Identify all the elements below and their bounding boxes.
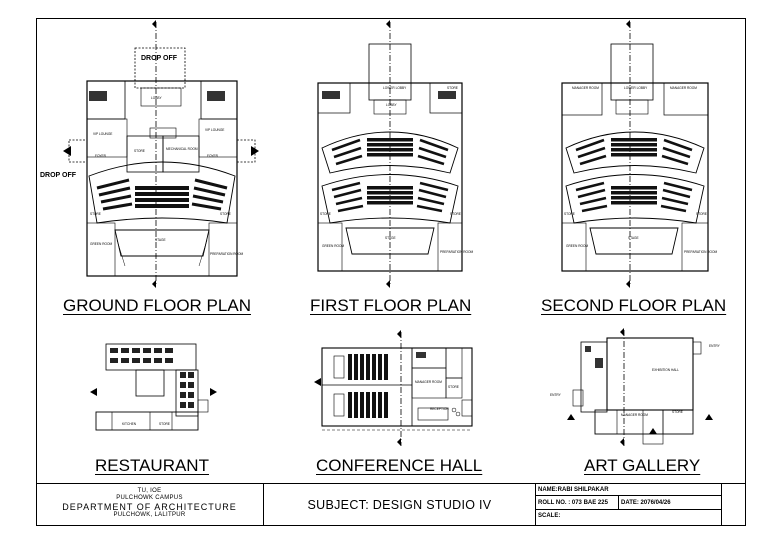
second-store-left: STORE (564, 212, 575, 216)
second-preparation-label: PREPARATION ROOM (684, 250, 718, 254)
restaurant-store-label: STORE (159, 422, 170, 426)
art-gallery-caption: ART GALLERY (584, 456, 701, 475)
ground-floor-caption: GROUND FLOOR PLAN (63, 296, 251, 315)
second-stage-label: STAGE (628, 236, 639, 240)
art-gallery-plan (567, 328, 713, 446)
institution-cell: TU, IOE PULCHOWK CAMPUS DEPARTMENT OF AR… (36, 484, 264, 525)
drawing-sheet (36, 18, 746, 526)
first-lobby-label: LOBBY (386, 103, 397, 107)
first-store-left: STORE (320, 212, 331, 216)
second-manager-left: MANAGER ROOM (572, 86, 599, 90)
drop-off-top-label: DROP OFF (141, 55, 178, 62)
second-manager-right: MANAGER ROOM (670, 86, 697, 90)
first-floor-caption: FIRST FLOOR PLAN (310, 296, 472, 315)
first-green-room-label: GREEN ROOM (322, 244, 345, 248)
student-info-cell: NAME:RABI SHILPAKAR ROLL NO. : 073 BAE 2… (536, 484, 722, 525)
second-lower-lobby-label: LOWER LOBBY (624, 86, 648, 90)
ground-green-room-label: GREEN ROOM (90, 242, 113, 246)
first-lower-lobby-label: LOWER LOBBY (383, 86, 407, 90)
restaurant-plan (90, 343, 217, 431)
ground-foyer-right: FOYER (207, 154, 218, 158)
conference-hall-caption: CONFERENCE HALL (316, 456, 483, 475)
gallery-exhibition-label: EXHIBITION HALL (652, 368, 679, 372)
institution-line2: PULCHOWK CAMPUS (116, 495, 183, 501)
ground-floor-plan (63, 20, 259, 288)
conference-hall-plan (314, 330, 473, 446)
ground-store-left: STORE (90, 212, 101, 216)
conference-store-label: STORE (448, 385, 459, 389)
title-block: TU, IOE PULCHOWK CAMPUS DEPARTMENT OF AR… (36, 483, 746, 526)
ground-store-right: STORE (220, 212, 231, 216)
ground-foyer-left: FOYER (95, 154, 106, 158)
restaurant-kitchen-label: KITCHEN (122, 422, 136, 426)
drop-off-left-label: DROP OFF (40, 172, 77, 179)
institution-line1: TU, IOE (137, 488, 162, 494)
drawing-date: DATE: 2076/04/26 (621, 500, 671, 506)
conference-manager-label: MANAGER ROOM (415, 380, 442, 384)
ground-vip-lounge-right: VIP LOUNGE (205, 128, 225, 132)
gallery-entry-label: ENTRY (709, 344, 720, 348)
conference-reception-label: RECEPTION (430, 407, 449, 411)
gallery-manager-label: MANAGER ROOM (621, 413, 648, 417)
first-floor-plan (317, 20, 463, 288)
ground-mechanical-label: MECHANICAL ROOM (166, 147, 198, 151)
scale-field: SCALE: (538, 513, 561, 519)
ground-store-label: STORE (134, 149, 145, 153)
subject-cell: SUBJECT: DESIGN STUDIO IV (264, 484, 536, 525)
first-preparation-label: PREPARATION ROOM (440, 250, 474, 254)
roll-number: ROLL NO. : 073 BAE 225 (536, 496, 619, 509)
student-name: NAME:RABI SHILPAKAR (536, 484, 721, 496)
second-green-room-label: GREEN ROOM (566, 244, 589, 248)
first-store-top: STORE (447, 86, 458, 90)
ground-vip-lounge-left: VIP LOUNGE (93, 132, 113, 136)
restaurant-caption: RESTAURANT (95, 456, 209, 475)
second-store-right: STORE (696, 212, 707, 216)
gallery-entry2-label: ENTRY (550, 393, 561, 397)
second-floor-plan (561, 20, 709, 288)
roll-date-row: ROLL NO. : 073 BAE 225 DATE: 2076/04/26 (536, 496, 721, 510)
department-name: DEPARTMENT OF ARCHITECTURE (62, 502, 237, 512)
gallery-store-label: STORE (672, 410, 683, 414)
ground-preparation-label: PREPARATION ROOM (210, 252, 244, 256)
second-floor-caption: SECOND FLOOR PLAN (541, 296, 727, 315)
subject-text: SUBJECT: DESIGN STUDIO IV (307, 497, 492, 512)
ground-lobby-label: LOBBY (151, 96, 162, 100)
institution-address: PULCHOWK, LALITPUR (113, 512, 186, 518)
first-store-right: STORE (450, 212, 461, 216)
first-stage-label: STAGE (385, 236, 396, 240)
ground-stage-label: STAGE (155, 238, 166, 242)
